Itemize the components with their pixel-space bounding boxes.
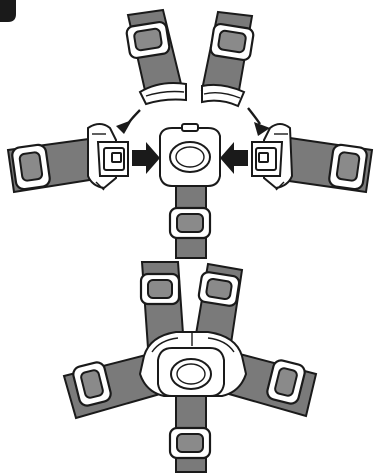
shoulder-strap-left-lower (139, 261, 186, 349)
crotch-strap-upper (168, 165, 212, 259)
step-badge (0, 0, 16, 22)
shoulder-strap-right-upper (200, 10, 255, 108)
insert-arrow-left (132, 142, 160, 174)
waist-strap-right (251, 123, 374, 194)
insert-arrow-right (220, 142, 248, 174)
buckle-lower (138, 331, 248, 397)
buckle-upper (159, 123, 221, 187)
shoulder-strap-left-upper (125, 8, 187, 106)
shoulder-strap-right-lower (192, 262, 244, 352)
curved-arrow-left (116, 109, 141, 134)
waist-strap-left (6, 123, 129, 194)
waist-strap-left-lower (62, 352, 162, 420)
crotch-strap-lower (168, 391, 212, 473)
curved-arrow-right (247, 107, 270, 136)
